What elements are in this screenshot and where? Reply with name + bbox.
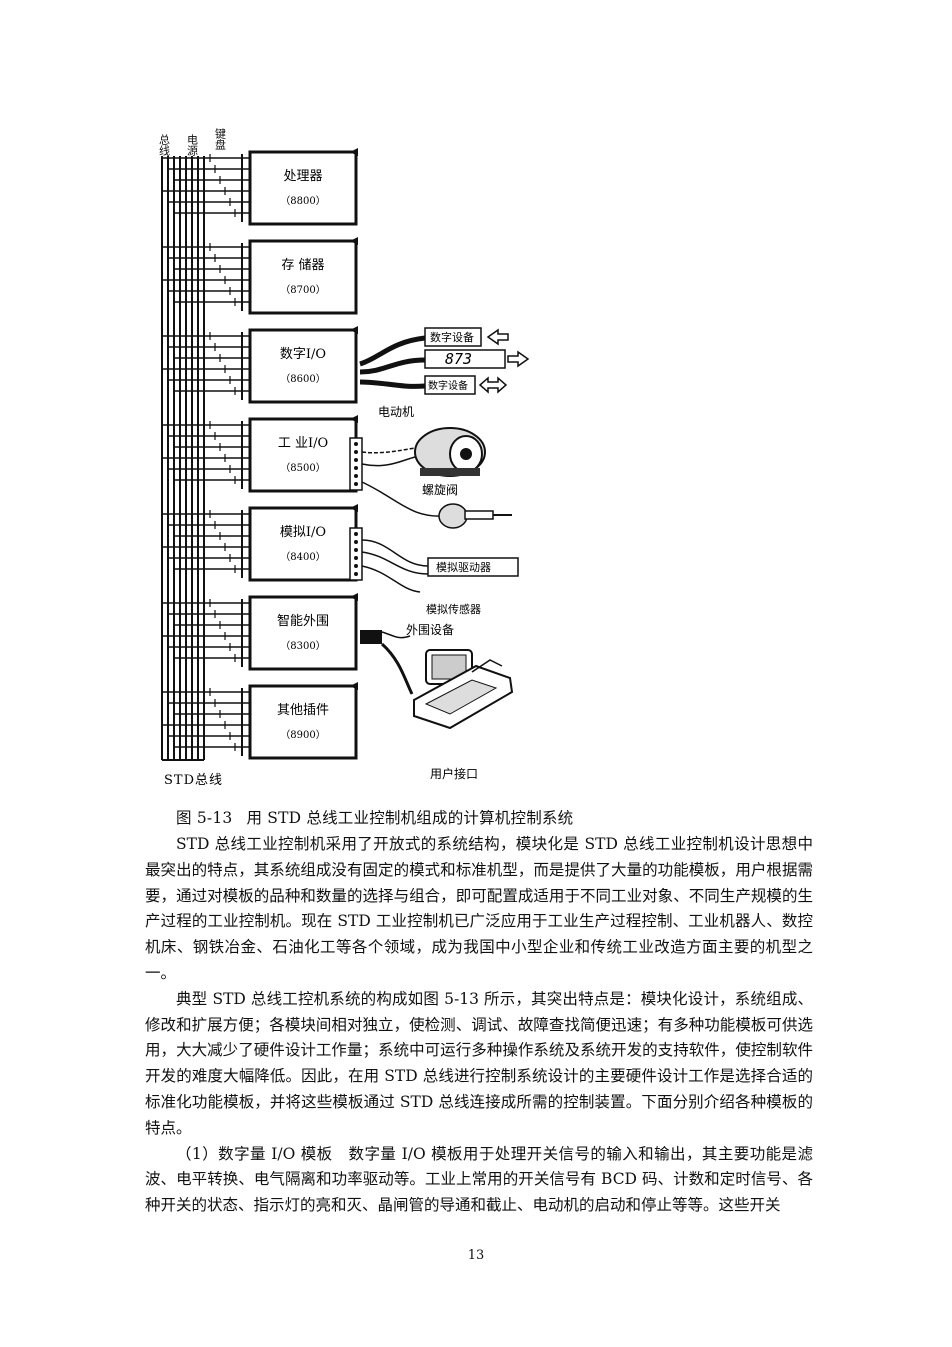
top-label-power: 电源 xyxy=(186,134,199,157)
left-arrow-icon xyxy=(486,328,509,346)
solenoid-label: 螺旋阀 xyxy=(422,483,458,497)
motor-label: 电动机 xyxy=(378,405,414,419)
digital-device-box-1 xyxy=(424,327,482,347)
analog-sensor-label: 模拟传感器 xyxy=(426,602,481,616)
module-name: 处理器 xyxy=(283,169,322,184)
display-box xyxy=(424,349,506,369)
right-arrow-icon xyxy=(507,350,530,368)
module-code: （8400） xyxy=(280,551,325,563)
module-board: 存 储器 （8700） xyxy=(248,237,358,315)
paragraph-3: （1）数字量 I/O 模板 数字量 I/O 模板用于处理开关信号的输入和输出，其… xyxy=(145,1144,813,1215)
module-name: 数字I/O xyxy=(280,347,326,362)
module-board: 模拟I/O （8400） xyxy=(248,504,358,582)
module-board: 智能外围 （8300） xyxy=(248,593,358,671)
analog-driver-label: 模拟驱动器 xyxy=(436,560,491,574)
module-code: （8800） xyxy=(280,195,325,207)
digital-device-box-2 xyxy=(424,375,476,395)
std-bus-figure: 总线 电源 键盘 处理器 （8800） 存 储器 （8700） 数字I/O （8600） 工… xyxy=(150,120,570,800)
motor-illustration xyxy=(349,427,486,491)
connector-stubs xyxy=(162,154,250,756)
top-label-bus: 总线 xyxy=(158,133,171,156)
figure-number: 图 5-13 xyxy=(176,809,233,827)
module-name: 工 业I/O xyxy=(278,436,328,451)
analog-driver-box xyxy=(427,557,519,577)
peripheral-label: 外围设备 xyxy=(406,623,454,637)
user-interface-label: 用户接口 xyxy=(430,766,478,781)
figure-caption-text: 用 STD 总线工业控制机组成的计算机控制系统 xyxy=(246,809,574,827)
module-code: （8500） xyxy=(280,462,325,474)
module-code: （8900） xyxy=(280,729,325,741)
module-board: 数字I/O （8600） xyxy=(248,326,358,404)
body-text: STD 总线工业控制机采用了开放式的系统结构，模块化是 STD 总线工业控制机设… xyxy=(145,832,813,1219)
top-label-keyboard: 键盘 xyxy=(214,127,227,150)
paragraph-1: STD 总线工业控制机采用了开放式的系统结构，模块化是 STD 总线工业控制机设… xyxy=(145,835,813,982)
analog-io-illustration: 模拟驱动器 模拟传感器 xyxy=(349,527,519,616)
module-code: （8300） xyxy=(280,640,325,652)
digital-device-label-2: 数字设备 xyxy=(428,379,468,392)
top-labels: 总线 电源 键盘 xyxy=(158,127,227,157)
digital-devices: 数字设备 873 数字设备 电动机 xyxy=(359,327,530,419)
module-board: 其他插件 （8900） xyxy=(248,682,358,760)
module-name: 其他插件 xyxy=(277,703,329,718)
module-name: 智能外围 xyxy=(277,614,329,629)
digital-device-label-1: 数字设备 xyxy=(430,330,474,344)
module-name: 存 储器 xyxy=(281,258,324,273)
display-value: 873 xyxy=(445,350,472,368)
module-board: 工 业I/O （8500） xyxy=(248,415,358,493)
std-bus-diagram: 总线 电源 键盘 处理器 （8800） 存 储器 （8700） 数字I/O （8600） 工… xyxy=(158,127,530,788)
bus-label: STD总线 xyxy=(164,773,223,788)
module-name: 模拟I/O xyxy=(280,525,326,540)
peripheral-illustration: 外围设备 用户接口 xyxy=(360,623,514,781)
module-code: （8600） xyxy=(280,373,325,385)
paragraph-2: 典型 STD 总线工控机系统的构成如图 5-13 所示，其突出特点是：模块化设计… xyxy=(145,989,813,1137)
solenoid-illustration: 螺旋阀 xyxy=(361,481,512,529)
bidirectional-arrow-icon xyxy=(478,376,508,394)
module-code: （8700） xyxy=(280,284,325,296)
module-boards: 处理器 （8800） 存 储器 （8700） 数字I/O （8600） 工 业I/O （850… xyxy=(248,148,358,760)
figure-caption: 图 5-13 用 STD 总线工业控制机组成的计算机控制系统 xyxy=(176,806,573,828)
module-board: 处理器 （8800） xyxy=(248,148,358,226)
page-number: 13 xyxy=(467,1248,485,1263)
